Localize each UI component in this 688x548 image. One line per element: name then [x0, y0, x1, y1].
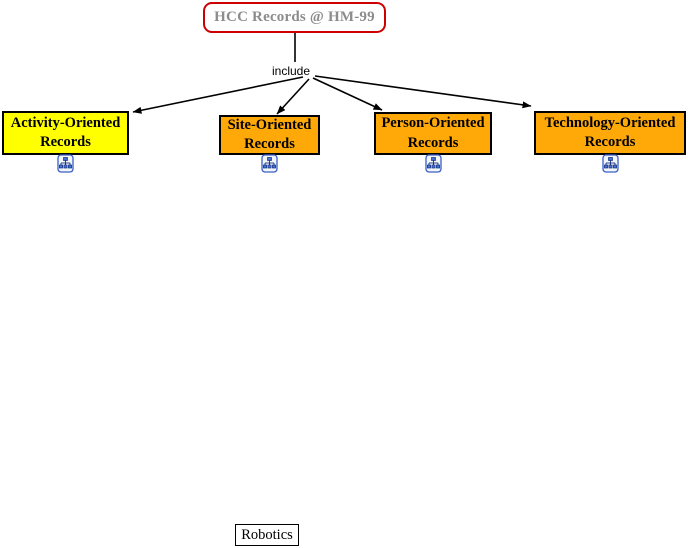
node-label-line2: Records [40, 134, 91, 150]
hierarchy-icon[interactable] [602, 154, 619, 173]
node-person-oriented-records[interactable]: Person-Oriented Records [374, 112, 492, 155]
node-root-label: HCC Records @ HM-99 [214, 9, 375, 25]
edge-include-to-technology [314, 75, 532, 109]
node-label-line2: Records [244, 136, 295, 152]
node-site-oriented-records[interactable]: Site-Oriented Records [219, 115, 320, 155]
node-label-line2: Records [584, 134, 636, 150]
node-label-line1: Activity-Oriented [10, 114, 121, 131]
node-label-line1: Technology-Oriented [544, 114, 676, 131]
node-robotics[interactable]: Robotics [235, 524, 299, 546]
hierarchy-icon[interactable] [261, 154, 278, 173]
node-technology-oriented-records[interactable]: Technology-Oriented Records [534, 111, 686, 155]
node-activity-oriented-records[interactable]: Activity-Oriented Records [2, 111, 129, 155]
edge-include-to-site [276, 78, 310, 115]
node-label-line2: Records [407, 134, 459, 151]
node-hcc-records-hm-99[interactable]: HCC Records @ HM-99 [203, 2, 386, 33]
edge-include-to-activity [132, 76, 304, 114]
node-label-line1: Site-Oriented [227, 116, 312, 133]
edge-label-include: include [272, 64, 311, 78]
hierarchy-icon[interactable] [425, 154, 442, 173]
hierarchy-icon[interactable] [57, 154, 74, 173]
node-footer-label: Robotics [241, 526, 293, 543]
node-label-line1: Person-Oriented [381, 115, 485, 132]
edge-include-to-person [312, 77, 383, 111]
